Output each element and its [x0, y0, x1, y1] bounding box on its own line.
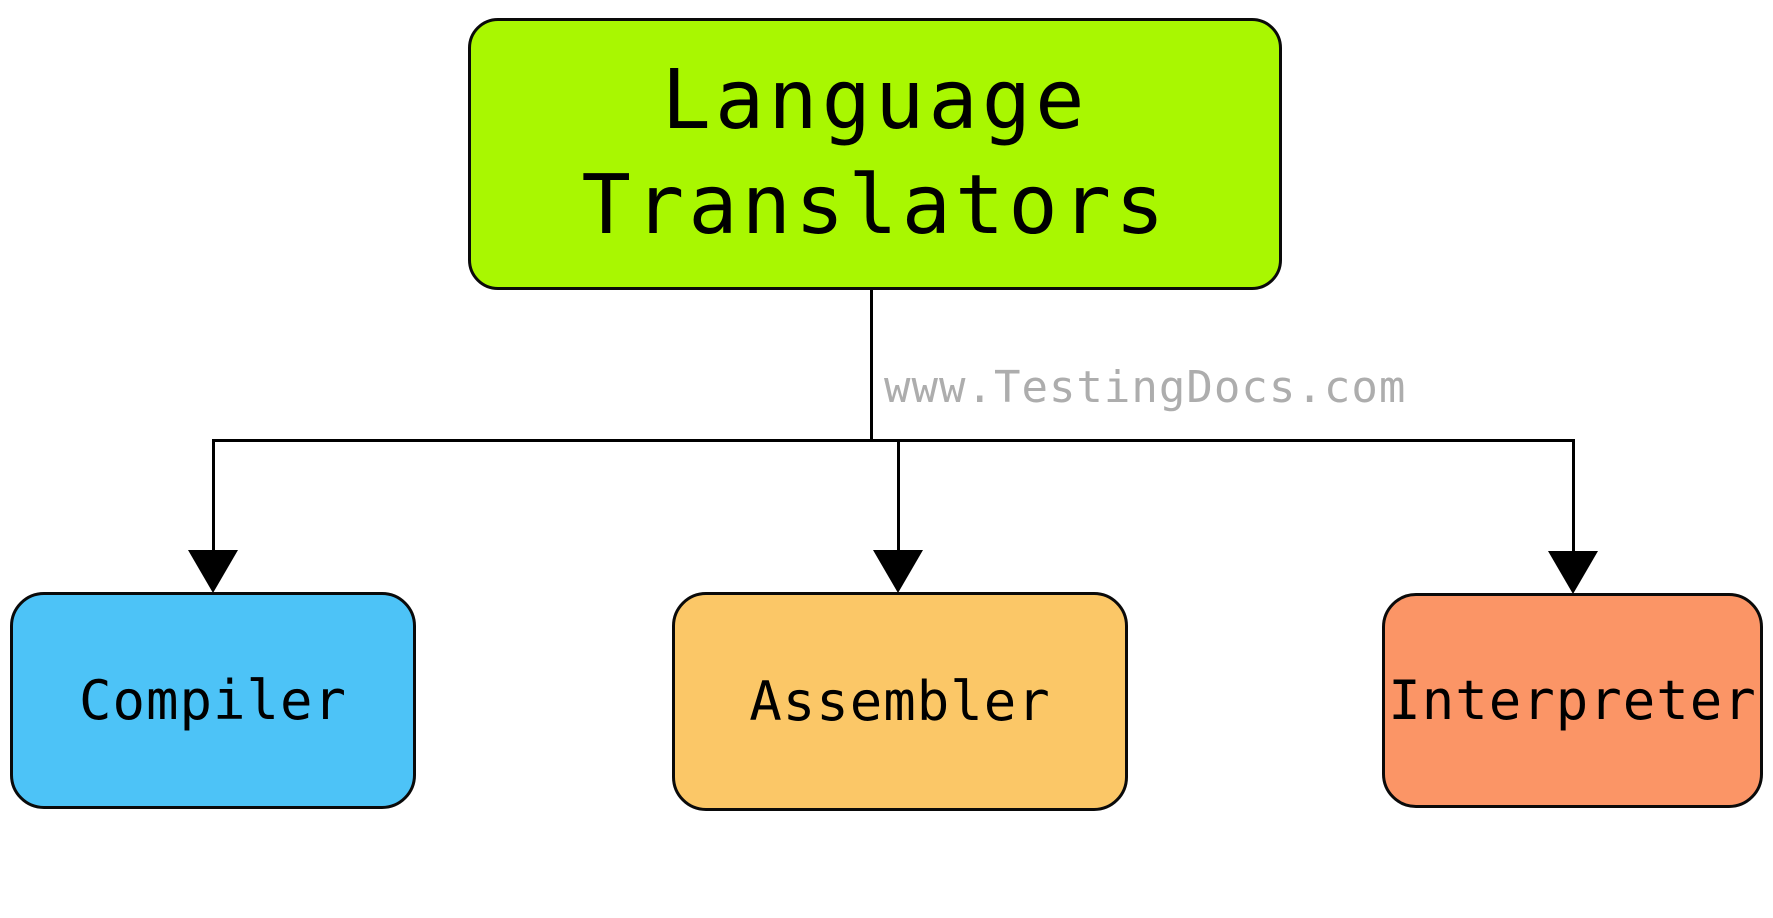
arrowhead-interpreter-icon: [1548, 551, 1598, 594]
node-interpreter-label: Interpreter: [1388, 669, 1757, 732]
node-compiler-label: Compiler: [78, 669, 348, 732]
connector-compiler-drop: [212, 439, 215, 555]
root-node-language-translators: Language Translators: [468, 18, 1282, 290]
root-node-label-line1: Language: [661, 53, 1089, 149]
arrowhead-assembler-icon: [873, 550, 923, 593]
watermark-text: www.TestingDocs.com: [884, 362, 1407, 413]
connector-assembler-drop: [897, 439, 900, 555]
root-node-label-line2: Translators: [581, 158, 1169, 253]
arrowhead-compiler-icon: [188, 550, 238, 593]
connector-interpreter-drop: [1572, 439, 1575, 555]
node-compiler: Compiler: [10, 592, 416, 809]
connector-horizontal-bus: [212, 439, 1575, 442]
node-assembler: Assembler: [672, 592, 1128, 811]
root-node-label: Language Translators: [581, 49, 1168, 259]
node-interpreter: Interpreter: [1382, 593, 1763, 808]
node-assembler-label: Assembler: [749, 670, 1051, 733]
connector-root-drop: [870, 290, 873, 441]
